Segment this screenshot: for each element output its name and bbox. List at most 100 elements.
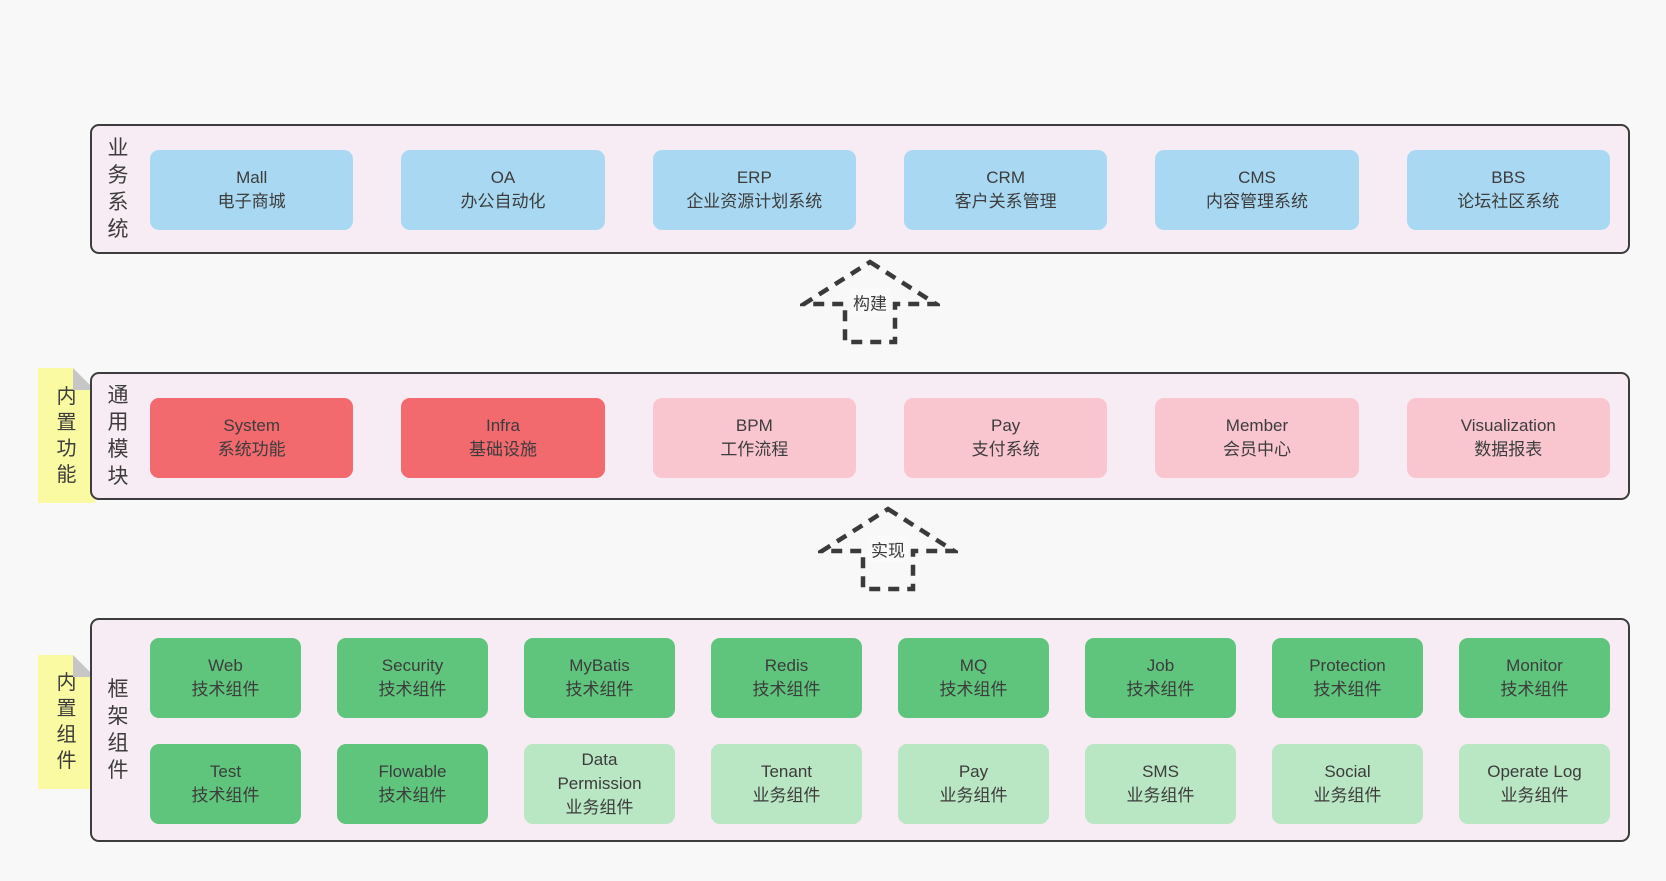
box-subtitle: 技术组件 <box>1126 680 1195 699</box>
box-redis: Redis 技术组件 <box>711 638 862 718</box>
box-mybatis: MyBatis 技术组件 <box>524 638 675 718</box>
box-subtitle: 业务组件 <box>752 786 821 805</box>
box-subtitle: 技术组件 <box>1500 680 1569 699</box>
box-subtitle: 技术组件 <box>191 680 260 699</box>
box-title: Infra <box>485 416 520 435</box>
band-label: 框架组件 <box>107 678 129 782</box>
box-title: Visualization <box>1460 416 1556 435</box>
box-row: Mall 电子商城 OA 办公自动化 ERP 企业资源计划系统 CRM 客户关系管理 CMS 内容… <box>150 150 1610 230</box>
box-subtitle: 技术组件 <box>378 786 447 805</box>
box-title: Test <box>209 762 242 781</box>
sticky-note-label: 内置组件 <box>56 672 77 772</box>
box-subtitle: 工作流程 <box>720 440 789 459</box>
box-title: BPM <box>735 416 773 435</box>
box-title: ERP <box>736 168 772 187</box>
box-subtitle: 内容管理系统 <box>1205 192 1308 211</box>
box-subtitle: 业务组件 <box>939 786 1008 805</box>
box-monitor: Monitor 技术组件 <box>1459 638 1610 718</box>
box-title: Web <box>208 656 243 675</box>
box-title: MQ <box>959 656 988 675</box>
box-protection: Protection 技术组件 <box>1272 638 1423 718</box>
box-mq: MQ 技术组件 <box>898 638 1049 718</box>
box-title: Tenant <box>760 762 813 781</box>
box-subtitle: 技术组件 <box>191 786 260 805</box>
box-title: SMS <box>1142 762 1179 781</box>
box-subtitle: 业务组件 <box>1126 786 1195 805</box>
box-mall: Mall 电子商城 <box>150 150 354 230</box>
box-subtitle: 业务组件 <box>1500 786 1569 805</box>
box-web: Web 技术组件 <box>150 638 301 718</box>
build-arrow: 构建 <box>800 258 940 346</box>
box-subtitle: 客户关系管理 <box>954 192 1057 211</box>
box-title: Protection <box>1309 656 1386 675</box>
folded-corner-icon <box>73 368 95 390</box>
arrow-label: 构建 <box>850 288 890 316</box>
box-subtitle: 办公自动化 <box>460 192 546 211</box>
box-oa: OA 办公自动化 <box>401 150 605 230</box>
box-social: Social 业务组件 <box>1272 744 1423 824</box>
box-job: Job 技术组件 <box>1085 638 1236 718</box>
box-cms: CMS 内容管理系统 <box>1155 150 1359 230</box>
box-subtitle: 数据报表 <box>1474 440 1543 459</box>
box-test: Test 技术组件 <box>150 744 301 824</box>
box-title: Operate Log <box>1487 762 1582 781</box>
box-subtitle: 系统功能 <box>217 440 286 459</box>
box-title: Social <box>1324 762 1371 781</box>
box-sms: SMS 业务组件 <box>1085 744 1236 824</box>
box-title: Mall <box>236 168 268 187</box>
box-subtitle: 论坛社区系统 <box>1457 192 1560 211</box>
box-subtitle: 基础设施 <box>468 440 537 459</box>
box-subtitle: 企业资源计划系统 <box>686 192 823 211</box>
box-subtitle: 技术组件 <box>752 680 821 699</box>
band-label: 通用模块 <box>107 384 129 488</box>
box-title: Flowable <box>378 762 447 781</box>
sticky-note-builtin-components: 内置组件 <box>38 655 95 789</box>
box-bpm: BPM 工作流程 <box>652 398 856 478</box>
box-title: Monitor <box>1506 656 1563 675</box>
box-data-permission: Data Permission 业务组件 <box>524 744 675 824</box>
dashed-up-arrow-icon <box>818 506 958 592</box>
box-title: Job <box>1146 656 1175 675</box>
box-subtitle: 会员中心 <box>1222 440 1291 459</box>
sticky-note-label: 内置功能 <box>56 385 77 486</box>
box-title: CMS <box>1238 168 1276 187</box>
box-operate-log: Operate Log 业务组件 <box>1459 744 1610 824</box>
dashed-up-arrow-icon <box>800 259 940 345</box>
box-subtitle: 技术组件 <box>565 680 634 699</box>
implement-arrow: 实现 <box>818 505 958 593</box>
box-subtitle: 技术组件 <box>378 680 447 699</box>
box-title: Redis <box>764 656 809 675</box>
box-title: OA <box>490 168 516 187</box>
box-system: System 系统功能 <box>150 398 354 478</box>
sticky-note-builtin-features: 内置功能 <box>38 368 95 503</box>
box-subtitle: 电子商城 <box>217 192 286 211</box>
box-tenant: Tenant 业务组件 <box>711 744 862 824</box>
box-subtitle: 业务组件 <box>1313 786 1382 805</box>
box-subtitle: 业务组件 <box>565 798 634 817</box>
box-subtitle: 技术组件 <box>939 680 1008 699</box>
box-crm: CRM 客户关系管理 <box>903 150 1108 230</box>
box-title: CRM <box>986 168 1025 187</box>
box-subtitle: 技术组件 <box>1313 680 1382 699</box>
box-title: Pay <box>991 416 1021 435</box>
arrow-label: 实现 <box>868 535 908 563</box>
box-title: BBS <box>1491 168 1526 187</box>
box-flowable: Flowable 技术组件 <box>337 744 488 824</box>
box-title: MyBatis <box>569 656 630 675</box>
box-title: Pay <box>958 762 989 781</box>
box-title: System <box>223 416 280 435</box>
box-title: Data Permission <box>557 750 642 793</box>
box-infra: Infra 基础设施 <box>401 398 605 478</box>
